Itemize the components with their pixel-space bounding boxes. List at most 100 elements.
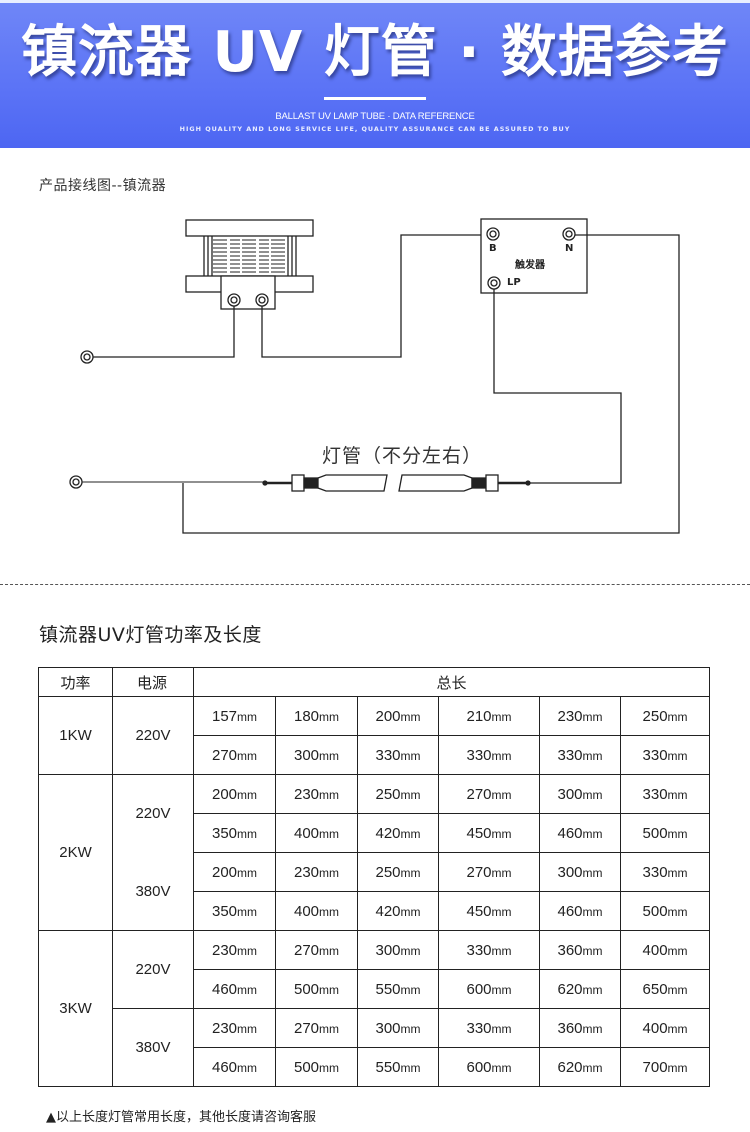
length-unit: mm [491, 943, 512, 958]
length-cell: 420mm [357, 891, 439, 931]
length-cell: 600mm [438, 1047, 540, 1087]
length-cell: 620mm [539, 1047, 621, 1087]
length-unit: mm [667, 709, 688, 724]
terminal-label-n: N [565, 243, 574, 254]
header-power: 功率 [38, 667, 113, 697]
length-cell: 230mm [193, 1008, 276, 1048]
length-unit: mm [582, 1060, 603, 1075]
length-unit: mm [582, 826, 603, 841]
length-unit: mm [667, 904, 688, 919]
length-cell: 450mm [438, 813, 540, 853]
length-cell: 200mm [193, 852, 276, 892]
length-cell: 500mm [619, 891, 711, 931]
table-title: 镇流器UV灯管功率及长度 [39, 624, 262, 646]
length-unit: mm [400, 787, 421, 802]
length-unit: mm [237, 787, 258, 802]
length-unit: mm [491, 1021, 512, 1036]
length-cell: 300mm [357, 930, 439, 970]
length-unit: mm [491, 982, 512, 997]
length-cell: 330mm [539, 735, 621, 775]
length-value: 600 [466, 1058, 492, 1076]
length-cell: 460mm [539, 891, 621, 931]
length-value: 400 [293, 902, 320, 920]
length-cell: 330mm [619, 735, 711, 775]
length-value: 250 [375, 863, 401, 881]
length-unit: mm [319, 709, 340, 724]
length-cell: 360mm [539, 1008, 621, 1048]
length-cell: 550mm [357, 969, 439, 1009]
length-cell: 450mm [438, 891, 540, 931]
length-value: 300 [293, 746, 320, 764]
length-value: 500 [293, 1058, 320, 1076]
length-cell: 460mm [193, 1047, 276, 1087]
length-cell: 330mm [438, 1008, 540, 1048]
length-cell: 350mm [193, 813, 276, 853]
length-cell: 700mm [619, 1047, 711, 1087]
length-unit: mm [400, 709, 421, 724]
length-value: 270 [293, 941, 320, 959]
length-value: 550 [375, 980, 401, 998]
length-value: 300 [557, 863, 583, 881]
length-value: 230 [557, 707, 583, 725]
length-cell: 360mm [539, 930, 621, 970]
length-cell: 330mm [438, 930, 540, 970]
input-terminal-icon-bottom [69, 475, 83, 489]
length-cell: 420mm [357, 813, 439, 853]
length-cell: 330mm [438, 735, 540, 775]
length-value: 330 [642, 863, 668, 881]
power-cell: 2KW [38, 774, 113, 931]
length-unit: mm [491, 787, 512, 802]
length-cell: 270mm [275, 1008, 358, 1048]
length-cell: 230mm [275, 774, 358, 814]
length-value: 300 [375, 1019, 401, 1037]
ballast-icon [185, 219, 314, 310]
length-value: 250 [375, 785, 401, 803]
voltage-cell: 220V [112, 696, 194, 775]
length-value: 330 [642, 785, 668, 803]
length-unit: mm [400, 982, 421, 997]
length-unit: mm [582, 1021, 603, 1036]
wiring-diagram: B N LP 触发器 灯管（不分左右） [0, 150, 750, 570]
length-unit: mm [582, 709, 603, 724]
length-cell: 620mm [539, 969, 621, 1009]
length-unit: mm [319, 943, 340, 958]
length-cell: 460mm [193, 969, 276, 1009]
footnote: ▲以上长度灯管常用长度，其他长度请咨询客服 [46, 1106, 316, 1125]
banner-divider [324, 97, 426, 100]
length-cell: 210mm [438, 696, 540, 736]
length-unit: mm [319, 787, 340, 802]
banner-tagline: HIGH QUALITY AND LONG SERVICE LIFE, QUAL… [179, 125, 571, 133]
length-unit: mm [400, 748, 421, 763]
length-value: 350 [211, 902, 238, 920]
length-unit: mm [667, 1021, 688, 1036]
length-value: 300 [557, 785, 583, 803]
length-value: 200 [211, 785, 238, 803]
length-value: 250 [642, 707, 668, 725]
length-unit: mm [237, 865, 258, 880]
length-cell: 157mm [193, 696, 276, 736]
section-divider [0, 584, 750, 585]
length-unit: mm [400, 904, 421, 919]
length-unit: mm [237, 709, 258, 724]
voltage-cell: 380V [112, 1008, 194, 1087]
length-value: 230 [211, 941, 238, 959]
length-unit: mm [582, 982, 603, 997]
length-cell: 500mm [619, 813, 711, 853]
footnote-text: 以上长度灯管常用长度，其他长度请咨询客服 [56, 1110, 317, 1125]
length-unit: mm [491, 865, 512, 880]
length-cell: 270mm [438, 852, 540, 892]
length-unit: mm [667, 865, 688, 880]
length-value: 500 [642, 824, 668, 842]
length-unit: mm [237, 1021, 258, 1036]
length-cell: 180mm [275, 696, 358, 736]
length-value: 420 [375, 902, 401, 920]
length-cell: 250mm [619, 696, 711, 736]
wire-ballast-to-trigger-b [261, 234, 487, 358]
length-unit: mm [319, 748, 340, 763]
length-cell: 330mm [357, 735, 439, 775]
